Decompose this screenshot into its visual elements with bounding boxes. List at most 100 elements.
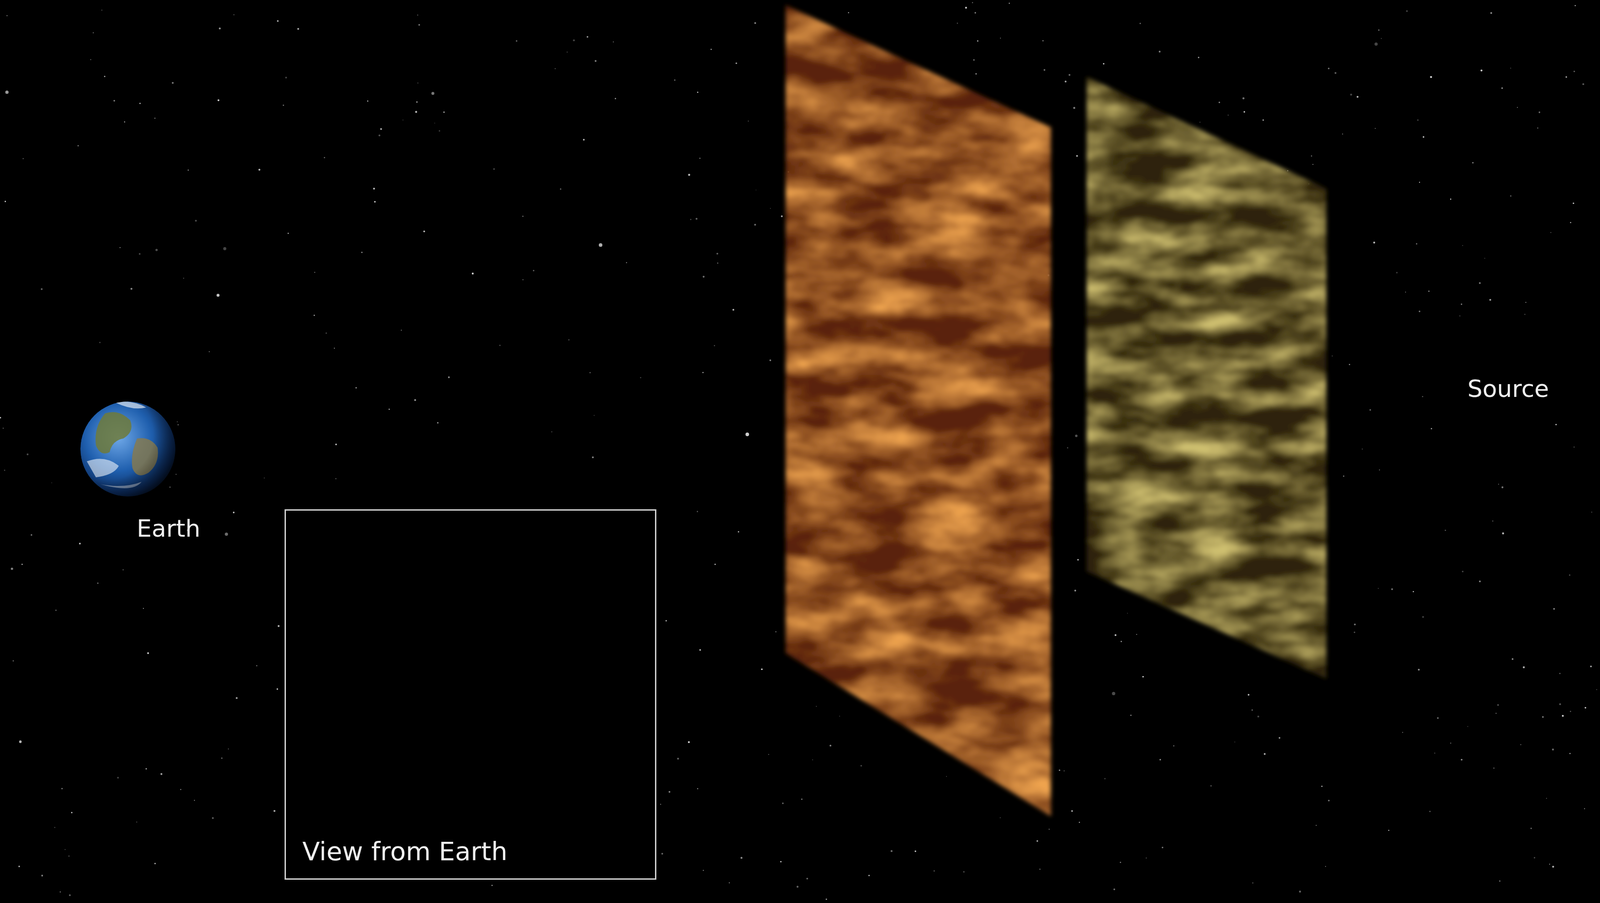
star (1462, 245, 1464, 247)
star (551, 431, 553, 433)
star (99, 342, 101, 344)
star (1405, 291, 1407, 293)
star (77, 144, 80, 147)
star (423, 230, 426, 233)
star (1552, 866, 1554, 868)
star (688, 174, 691, 177)
star (68, 855, 70, 857)
star (695, 217, 698, 220)
star (1530, 827, 1532, 830)
star (335, 443, 337, 445)
star (195, 219, 197, 222)
star (130, 287, 133, 290)
star (273, 809, 276, 812)
star (1373, 241, 1376, 244)
star (1048, 828, 1050, 830)
star (1497, 704, 1500, 707)
panel-caption: View from Earth (302, 835, 508, 867)
star (1158, 50, 1161, 53)
star (598, 243, 603, 248)
star (1584, 808, 1585, 810)
star (945, 776, 947, 777)
star (1510, 67, 1511, 69)
star (64, 849, 66, 851)
star (754, 223, 756, 226)
star (1573, 446, 1575, 448)
star (738, 531, 740, 533)
star (154, 117, 156, 119)
star (51, 482, 53, 484)
star (1362, 448, 1363, 450)
star (1369, 409, 1371, 411)
star (1252, 882, 1254, 884)
star (1227, 114, 1229, 116)
star (443, 111, 445, 113)
star (732, 308, 735, 311)
star (1422, 136, 1425, 138)
star (554, 68, 556, 70)
star (417, 82, 419, 84)
star (593, 415, 595, 417)
star (211, 817, 214, 819)
star (1537, 127, 1539, 129)
star (1242, 97, 1245, 100)
star (1391, 588, 1394, 591)
star (1421, 396, 1423, 397)
star (147, 652, 149, 655)
star (973, 59, 975, 61)
star (437, 422, 439, 424)
star (594, 59, 597, 62)
star (1130, 714, 1132, 717)
star (208, 351, 210, 353)
star (1350, 93, 1352, 96)
star (1243, 110, 1246, 113)
star (1434, 752, 1436, 754)
star (1502, 532, 1505, 535)
star (287, 232, 290, 235)
star (770, 207, 771, 209)
star (714, 563, 716, 566)
star (373, 187, 375, 190)
star (223, 247, 227, 251)
star (4, 469, 6, 471)
star (1562, 714, 1564, 717)
star (12, 660, 15, 662)
star (1058, 769, 1061, 771)
star (26, 453, 29, 456)
star (323, 157, 326, 159)
star (325, 332, 328, 334)
star (661, 852, 664, 855)
star (1498, 483, 1500, 485)
star (1467, 726, 1469, 728)
star (1574, 5, 1577, 7)
star (401, 329, 402, 331)
star (848, 11, 850, 14)
star (956, 22, 959, 25)
star (448, 376, 450, 379)
star (491, 884, 493, 886)
star (1135, 633, 1137, 635)
star (1299, 890, 1301, 893)
star (6, 15, 8, 16)
star (19, 740, 22, 744)
view-panel: View from Earth (284, 509, 657, 880)
star (1120, 640, 1123, 643)
star (434, 122, 436, 124)
star (1327, 67, 1330, 69)
star (277, 625, 280, 628)
star (0, 417, 1, 419)
star (1489, 299, 1492, 301)
star (1077, 559, 1079, 561)
star (124, 121, 126, 123)
star (104, 75, 106, 78)
star (1263, 753, 1266, 756)
star (1342, 133, 1344, 135)
star (1462, 570, 1464, 573)
star (717, 262, 719, 264)
star (1073, 106, 1076, 109)
star (41, 874, 43, 877)
star (687, 741, 690, 744)
star (113, 100, 116, 102)
star (1328, 799, 1331, 802)
